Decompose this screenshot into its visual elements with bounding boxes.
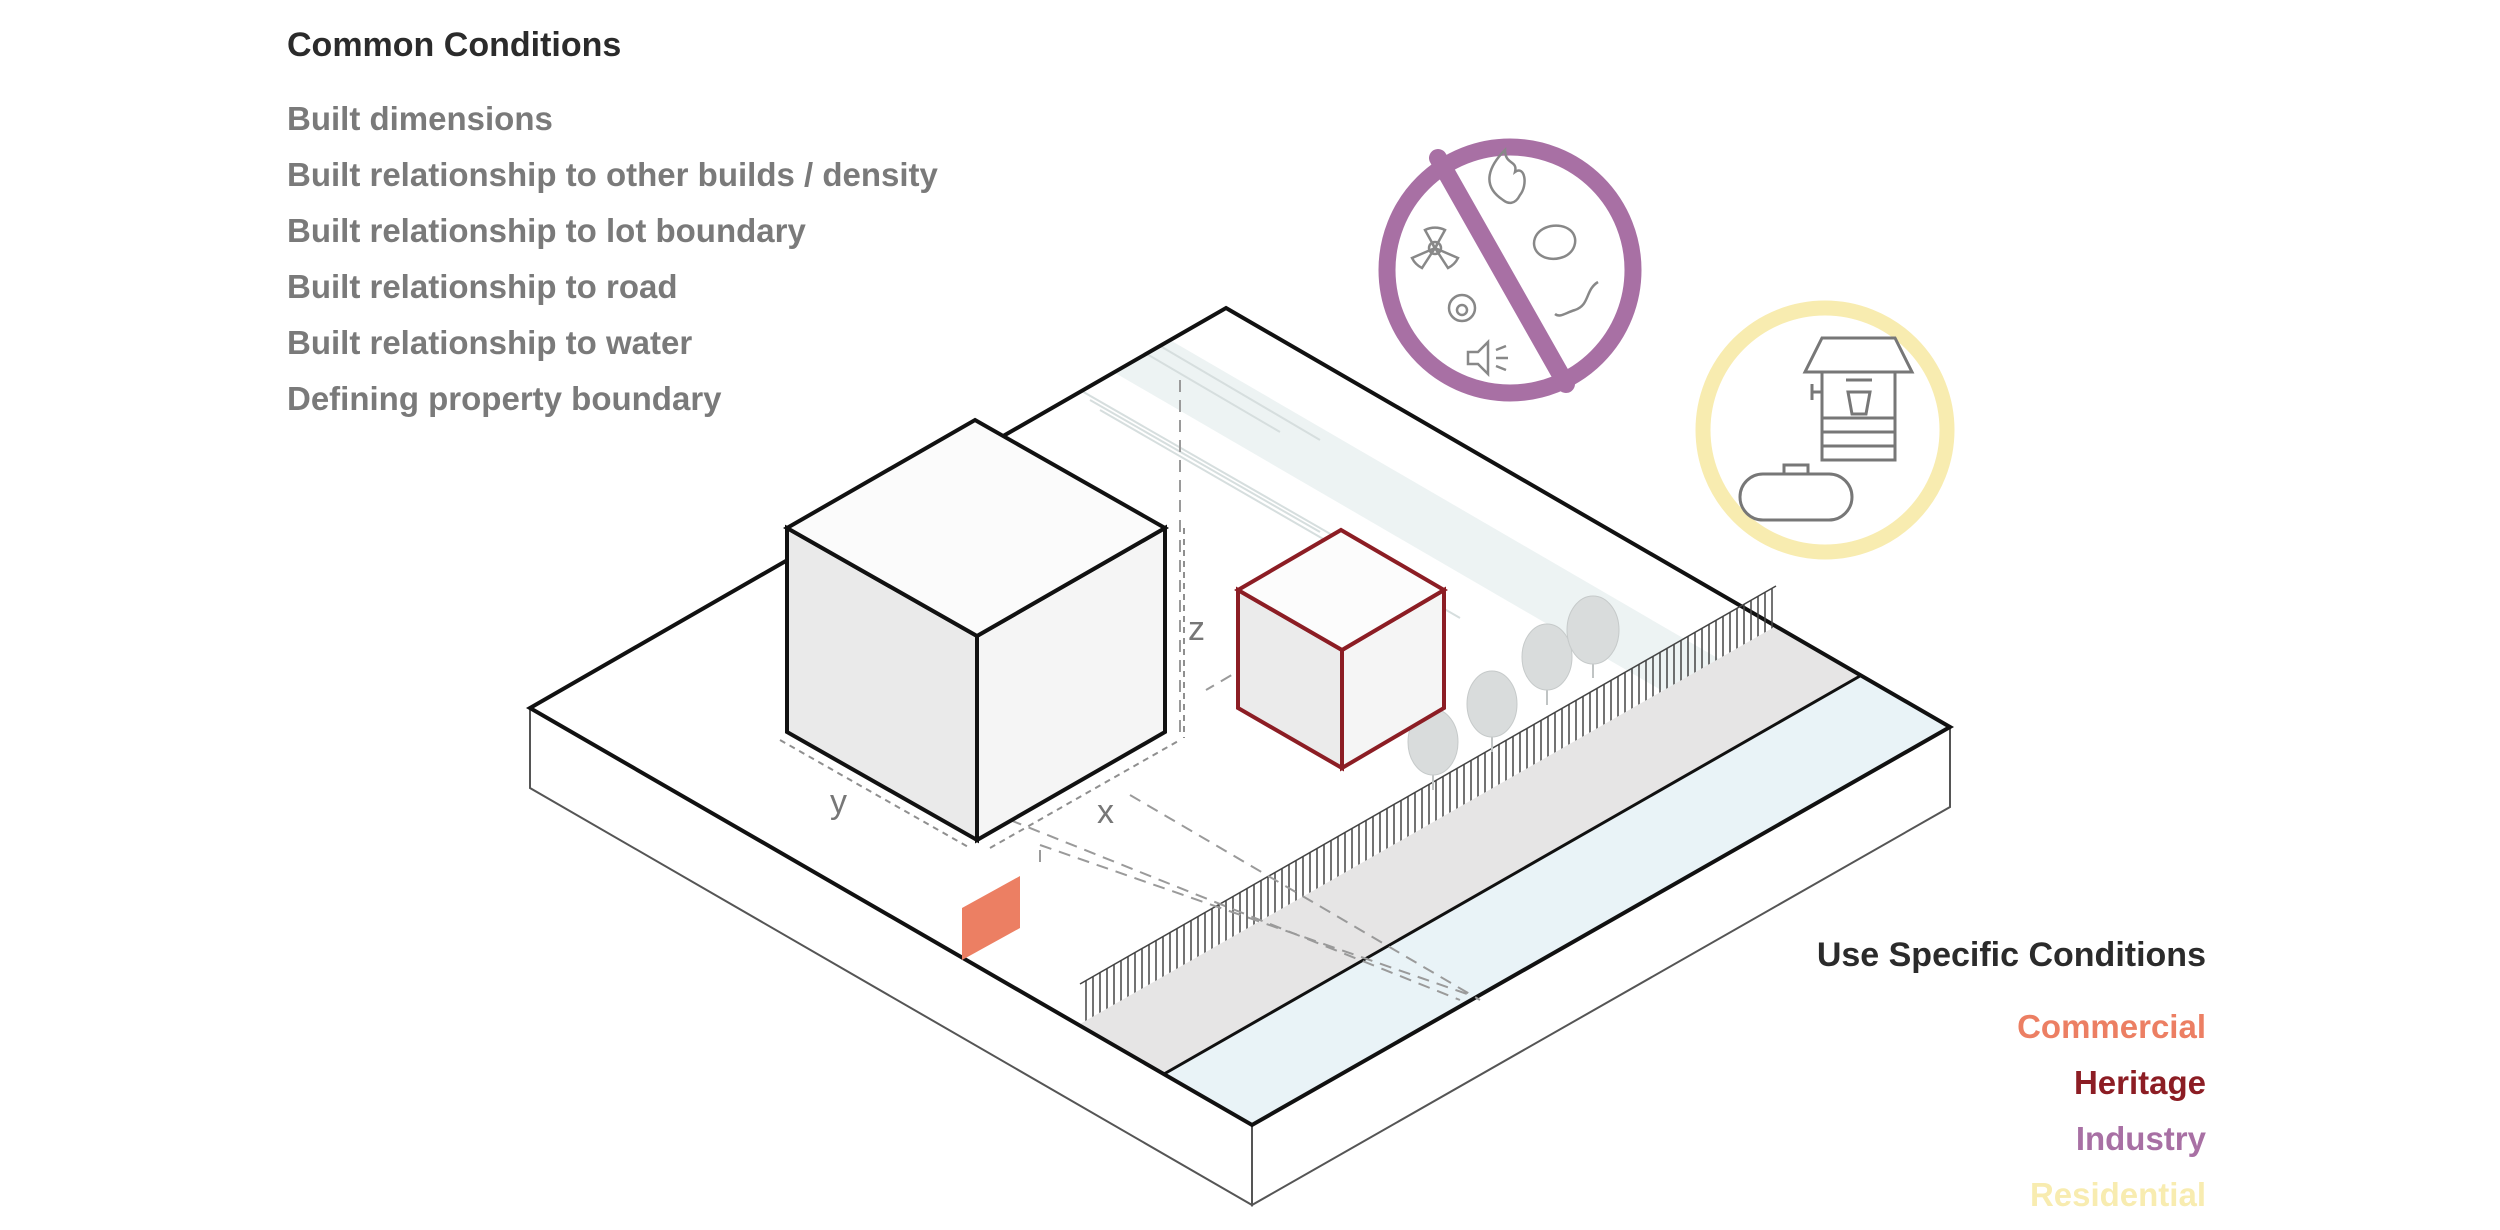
lot-boundary — [525, 305, 1955, 1128]
use-residential-label: Residential — [2029, 1176, 2206, 1213]
condition-property-boundary: Defining property boundary — [287, 380, 722, 417]
use-industry-label: Industry — [2075, 1120, 2206, 1157]
trees — [1407, 595, 1620, 790]
tree-icon — [1566, 595, 1620, 678]
tree-icon — [1521, 623, 1573, 705]
river-strip — [1164, 676, 1950, 1125]
noise-speaker-icon — [1466, 338, 1508, 378]
fire-icon — [1488, 146, 1526, 205]
condition-lot-boundary: Built relationship to lot boundary — [287, 212, 806, 249]
dimension-lines — [779, 528, 1185, 849]
condition-road: Built relationship to road — [287, 268, 678, 305]
dimension-label-z: z — [1188, 610, 1205, 648]
condition-density: Built relationship to other builds / den… — [287, 156, 938, 193]
prohibition-slash — [1429, 149, 1575, 393]
propane-tank-icon — [1738, 463, 1854, 522]
common-conditions-heading: Common Conditions — [287, 26, 622, 64]
road-strip — [1080, 626, 1860, 1074]
gas-mask-icon — [1447, 293, 1477, 323]
common-conditions-list: Built dimensions Built relationship to o… — [287, 98, 938, 434]
property-fence — [1080, 586, 1776, 1024]
residential-icon — [1695, 300, 1955, 560]
condition-water: Built relationship to water — [287, 324, 693, 361]
road-water-edge — [1163, 674, 1861, 1076]
water-band — [1110, 340, 1800, 736]
radiation-icon — [1410, 226, 1460, 270]
use-specific-conditions-list: Commercial Heritage Industry Residential — [2017, 1006, 2206, 1230]
condition-built-dimensions: Built dimensions — [287, 100, 553, 137]
water-well-icon — [1802, 336, 1915, 462]
tree-icon — [1466, 670, 1518, 752]
industry-prohibition-icon — [1378, 138, 1642, 402]
dimension-label-y: y — [830, 783, 847, 821]
use-heritage-label: Heritage — [2073, 1064, 2206, 1101]
rock-icon — [1532, 224, 1577, 261]
fence-top-rail — [1079, 585, 1777, 985]
commercial-sign — [962, 876, 1020, 960]
setback-dashes — [1009, 380, 1481, 1001]
large-building-top-face — [782, 417, 1170, 639]
worm-icon — [1554, 280, 1599, 317]
use-specific-conditions-heading: Use Specific Conditions — [1816, 936, 2206, 974]
use-commercial-label: Commercial — [2017, 1008, 2206, 1045]
dimension-label-x: x — [1097, 793, 1114, 831]
